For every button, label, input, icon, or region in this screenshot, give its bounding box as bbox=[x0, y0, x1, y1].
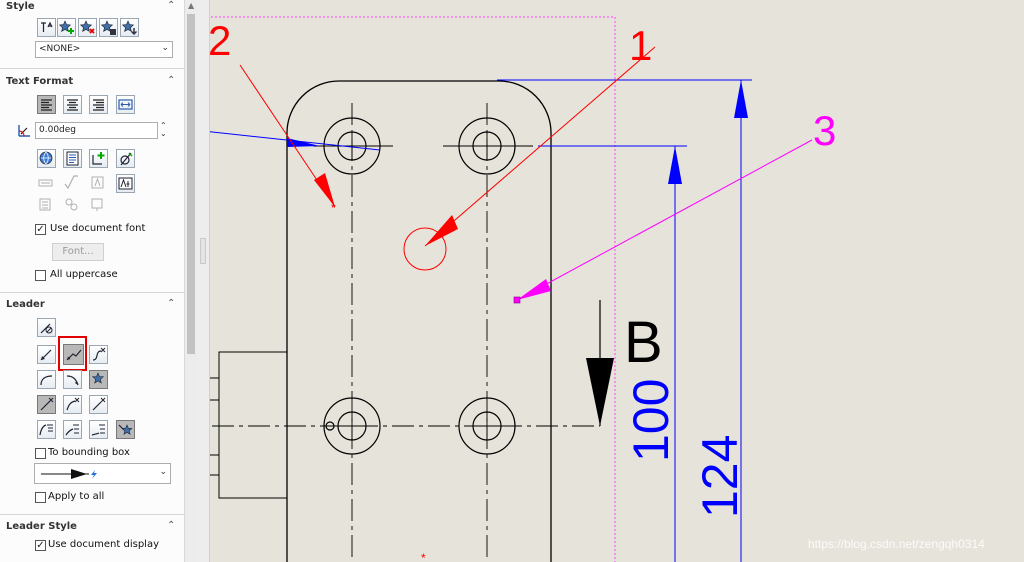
side-boss bbox=[210, 351, 288, 499]
apply-to-all-checkbox[interactable] bbox=[35, 492, 46, 503]
arrow-style-icon bbox=[41, 469, 97, 479]
dim-100-arrow bbox=[668, 146, 682, 184]
leader-collapse-icon[interactable]: ⌃ bbox=[167, 298, 176, 309]
insert-gtol-icon[interactable] bbox=[116, 149, 135, 168]
add-symbol-icon[interactable] bbox=[63, 149, 82, 168]
arrow-style-dropdown[interactable]: ⌄ bbox=[34, 463, 171, 484]
load-style-icon[interactable] bbox=[120, 18, 139, 37]
all-uppercase-checkbox[interactable] bbox=[35, 270, 46, 281]
surface-finish-icon bbox=[37, 174, 56, 193]
use-document-font-checkbox[interactable]: ✓ bbox=[35, 224, 46, 235]
attach-nearest-icon[interactable] bbox=[116, 420, 135, 439]
save-style-icon[interactable] bbox=[99, 18, 118, 37]
balloon-1-arrow bbox=[425, 215, 458, 246]
add-style-icon[interactable] bbox=[57, 18, 76, 37]
dimension-124-text[interactable]: 124 bbox=[692, 435, 748, 518]
section-divider bbox=[0, 514, 184, 515]
to-bounding-box-checkbox[interactable] bbox=[35, 448, 46, 459]
angle-input[interactable]: 0.00deg bbox=[35, 122, 158, 139]
lock-symbol-icon[interactable] bbox=[89, 149, 108, 168]
watermark-text: https://blog.csdn.net/zengqh0314 bbox=[808, 537, 985, 551]
hole-callout-icon bbox=[89, 174, 108, 193]
part-outline bbox=[286, 80, 552, 562]
note-stack-icon bbox=[89, 196, 108, 215]
panel-scrollbar[interactable]: ▲ bbox=[184, 0, 197, 562]
splitter-handle[interactable] bbox=[200, 238, 206, 264]
datum-target-icon bbox=[37, 196, 56, 215]
straight-leader-pressed-icon[interactable] bbox=[37, 395, 56, 414]
to-bounding-box-label: To bounding box bbox=[48, 447, 130, 458]
section-label[interactable]: B bbox=[624, 310, 663, 375]
bent-leader-icon[interactable] bbox=[63, 344, 84, 365]
chevron-down-icon: ⌄ bbox=[161, 43, 169, 53]
style-collapse-icon[interactable]: ⌃ bbox=[167, 0, 176, 11]
leader-style-collapse-icon[interactable]: ⌃ bbox=[167, 520, 176, 531]
section-divider bbox=[0, 68, 184, 69]
style-dropdown[interactable]: <NONE> ⌄ bbox=[35, 41, 173, 58]
balloon-3-leader bbox=[516, 139, 813, 301]
stack-balloon-icon bbox=[63, 196, 82, 215]
chevron-down-icon: ⌄ bbox=[159, 467, 167, 477]
property-manager-panel: Style ⌃ <NONE> ⌄ Text Format ⌃ 0.00deg ⌃… bbox=[0, 0, 184, 562]
balloon-3-arrow bbox=[517, 279, 551, 300]
use-document-display-label: Use document display bbox=[48, 539, 160, 550]
panel-splitter[interactable] bbox=[197, 0, 210, 562]
selected-tool-highlight bbox=[58, 336, 87, 371]
balloon-1-circle[interactable] bbox=[403, 227, 447, 271]
scrollbar-thumb[interactable] bbox=[187, 14, 195, 354]
leader-straight-icon[interactable] bbox=[37, 345, 56, 364]
text-format-collapse-icon[interactable]: ⌃ bbox=[167, 75, 176, 86]
font-button[interactable]: Font... bbox=[52, 243, 104, 261]
leader-right-icon[interactable] bbox=[63, 370, 82, 389]
align-left-icon[interactable] bbox=[37, 95, 56, 114]
delete-style-icon[interactable] bbox=[78, 18, 97, 37]
align-right-icon[interactable] bbox=[89, 95, 108, 114]
balloon-2-arrow bbox=[314, 173, 335, 207]
attach-top-icon[interactable] bbox=[37, 420, 56, 439]
balloon-3-handle[interactable] bbox=[513, 296, 521, 304]
angle-icon bbox=[17, 123, 32, 138]
dim-124-arrow bbox=[734, 80, 748, 118]
default-style-icon[interactable] bbox=[37, 18, 56, 37]
holes bbox=[323, 117, 516, 455]
leader-nearest-icon[interactable] bbox=[89, 370, 108, 389]
asterisk-marker-2: * bbox=[421, 551, 426, 562]
align-center-icon[interactable] bbox=[63, 95, 82, 114]
angle-spinner-icon[interactable]: ⌃⌄ bbox=[160, 121, 167, 138]
weld-symbol-icon bbox=[63, 174, 82, 193]
attach-middle-icon[interactable] bbox=[63, 420, 82, 439]
balloon-1-label[interactable]: 1 bbox=[629, 22, 652, 69]
text-format-section-title[interactable]: Text Format bbox=[6, 76, 74, 87]
link-to-property-icon[interactable] bbox=[37, 149, 56, 168]
balloon-3-label[interactable]: 3 bbox=[813, 107, 836, 154]
style-section-title[interactable]: Style bbox=[6, 1, 35, 12]
justify-icon[interactable] bbox=[116, 95, 135, 114]
spline-leader-icon[interactable] bbox=[89, 345, 108, 364]
asterisk-marker-1: * bbox=[331, 201, 336, 215]
attach-bottom-icon[interactable] bbox=[89, 420, 108, 439]
leader-left-icon[interactable] bbox=[37, 370, 56, 389]
use-document-display-checkbox[interactable]: ✓ bbox=[35, 540, 46, 551]
dimension-lines bbox=[497, 79, 752, 562]
datum-feature-icon[interactable] bbox=[116, 174, 135, 193]
curved-leader-icon[interactable] bbox=[63, 395, 82, 414]
leader-section-title[interactable]: Leader bbox=[6, 299, 45, 310]
angled-leader-icon[interactable] bbox=[89, 395, 108, 414]
use-document-font-label: Use document font bbox=[50, 223, 146, 234]
no-leader-icon[interactable] bbox=[37, 318, 56, 337]
drawing-canvas[interactable]: 100 124 B 1 2 3 * * https://blog.csdn.ne… bbox=[210, 0, 1024, 562]
blue-leader-arrow bbox=[287, 138, 320, 147]
angle-input-value: 0.00deg bbox=[39, 125, 77, 135]
all-uppercase-label: All uppercase bbox=[50, 269, 118, 280]
leader-style-section-title[interactable]: Leader Style bbox=[6, 521, 77, 532]
balloon-2-label[interactable]: 2 bbox=[210, 17, 231, 64]
section-arrow-head bbox=[586, 358, 614, 426]
centerlines bbox=[212, 103, 600, 562]
sheet-border bbox=[211, 16, 616, 562]
section-divider bbox=[0, 292, 184, 293]
style-dropdown-value: <NONE> bbox=[39, 44, 81, 54]
apply-to-all-label: Apply to all bbox=[48, 491, 105, 502]
scroll-up-icon[interactable]: ▲ bbox=[188, 1, 195, 10]
dimension-100-text[interactable]: 100 bbox=[623, 379, 679, 462]
